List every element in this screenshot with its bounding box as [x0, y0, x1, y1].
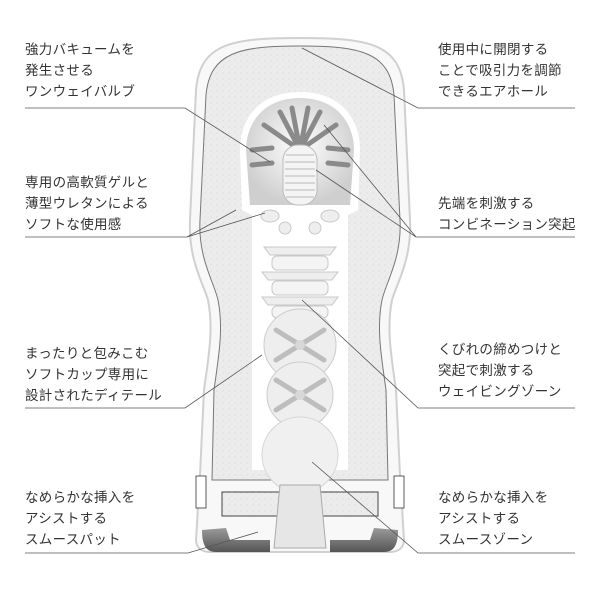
leader-lines [25, 47, 575, 554]
callout-line: 設計されたディテール [25, 388, 163, 404]
callout-line: ウェイビングゾーン [438, 384, 562, 400]
callout-line: ソフトカップ専用に [25, 367, 150, 383]
callout-line: 突起で刺激する [438, 363, 535, 379]
smooth-zone [261, 416, 339, 494]
callout-smooth-pad: なめらかな挿入を アシストする スムースパット [25, 488, 135, 551]
callout-waving-zone: くびれの締めつけと 突起で刺激する ウェイビングゾーン [438, 340, 562, 403]
soft-cup-detail [263, 308, 337, 429]
callout-line: 使用中に開閉する [438, 42, 549, 58]
callout-combination-bumps: 先端を刺激する コンビネーション突起 [438, 194, 576, 236]
callout-line: まったりと包みこむ [25, 346, 149, 362]
callout-soft-cup-detail: まったりと包みこむ ソフトカップ専用に 設計されたディテール [25, 344, 162, 407]
callout-line: アシストする [25, 511, 108, 527]
callout-line: スムースパット [25, 532, 121, 548]
callout-line: くびれの締めつけと [438, 342, 563, 358]
callout-line: 専用の高軟質ゲルと [25, 175, 150, 191]
callout-one-way-valve: 強力バキュームを 発生させる ワンウェイバルブ [25, 40, 135, 103]
callout-line: スムースゾーン [438, 532, 534, 548]
callout-line: ワンウェイバルブ [25, 84, 136, 100]
callout-line: なめらかな挿入を [438, 490, 549, 506]
callout-air-hole: 使用中に開閉する ことで吸引力を調節 できるエアホール [438, 40, 562, 103]
base-cap [195, 475, 405, 552]
callout-line: 発生させる [25, 63, 94, 79]
callout-line: 薄型ウレタンによる [25, 196, 149, 212]
callout-line: なめらかな挿入を [25, 490, 136, 506]
callout-line: 先端を刺激する [438, 196, 535, 212]
callout-smooth-zone: なめらかな挿入を アシストする スムースゾーン [438, 488, 548, 551]
callout-line: アシストする [438, 511, 521, 527]
callout-line: できるエアホール [438, 84, 549, 100]
callout-line: コンビネーション突起 [438, 217, 576, 233]
callout-soft-gel: 専用の高軟質ゲルと 薄型ウレタンによる ソフトな使用感 [25, 173, 149, 236]
callout-line: ことで吸引力を調節 [438, 63, 562, 79]
callout-line: ソフトな使用感 [25, 217, 122, 233]
callout-line: 強力バキュームを [25, 42, 135, 58]
tip-combination-bumps [246, 98, 354, 206]
